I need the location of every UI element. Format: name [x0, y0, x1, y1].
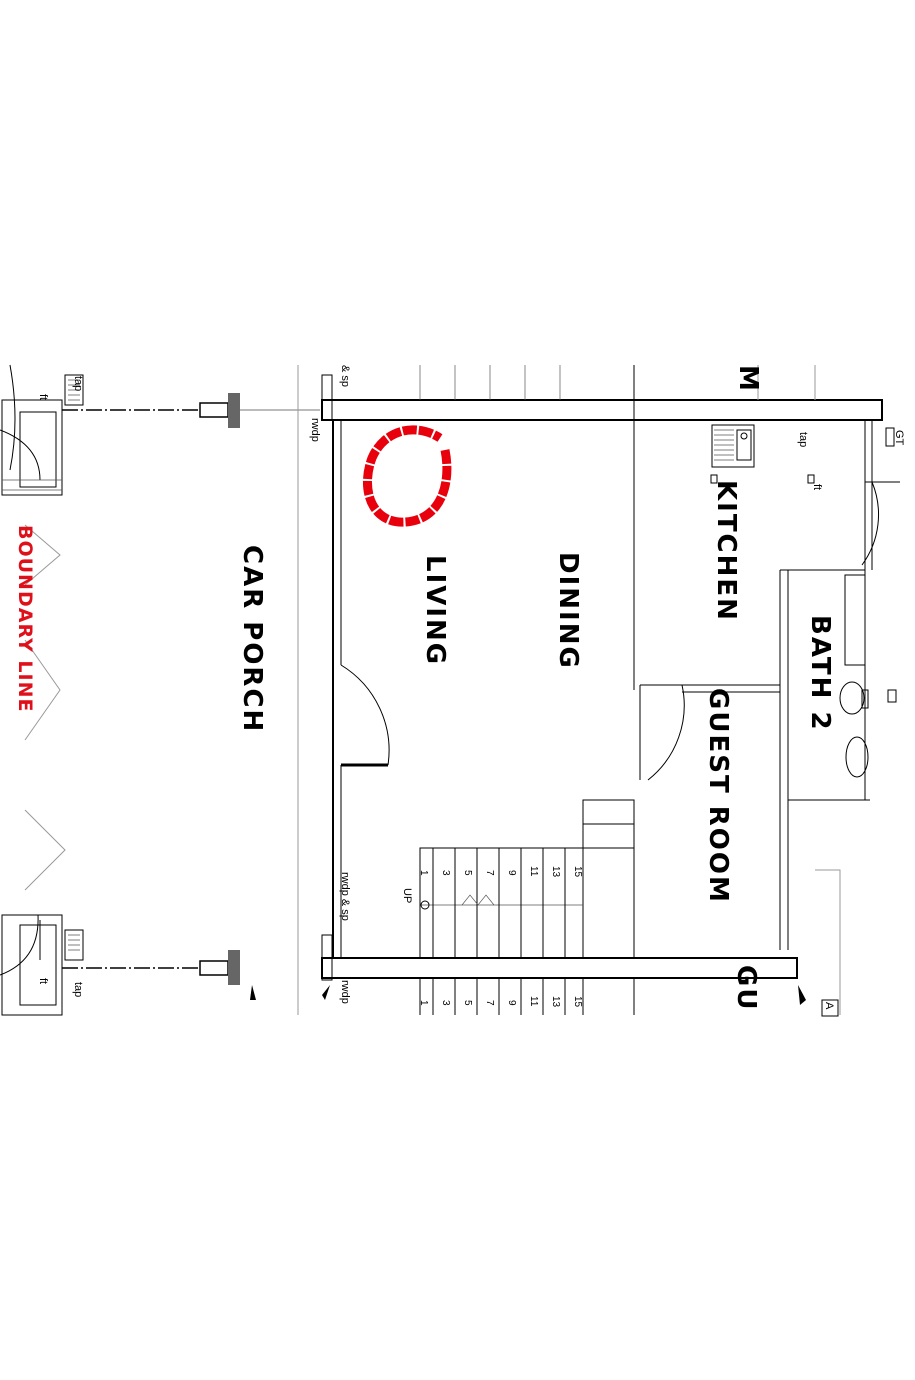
gate-upper: [62, 393, 320, 428]
car-porch-label: CAR PORCH: [237, 545, 267, 733]
ft-note: ft: [37, 978, 49, 984]
top-cut-stairs: [419, 365, 635, 400]
tap-note: tap: [797, 432, 809, 447]
stair-number: 15: [572, 996, 583, 1008]
gate-lower: [62, 950, 240, 985]
top-cut-label: M: [733, 365, 763, 393]
staircase-upper: 1 3 5 7 9 11 13 15 UP: [401, 847, 584, 959]
dining-label: DINING: [553, 552, 583, 670]
stair-number: 11: [528, 866, 539, 877]
stair-up-label: UP: [401, 888, 413, 903]
stair-number: 9: [506, 1000, 517, 1006]
stair-number: 3: [440, 1000, 451, 1006]
ft-note: ft: [811, 484, 823, 490]
stair-number: 1: [418, 1000, 429, 1006]
stair-number: 5: [462, 870, 473, 876]
guest-room-label: GUEST ROOM: [703, 688, 733, 904]
living-label: LIVING: [420, 555, 450, 666]
ft-note: ft: [37, 394, 49, 400]
arrow-icon: [250, 985, 256, 1000]
stair-number: 13: [550, 996, 561, 1008]
rwdp-sp-bottom-note: rwdp & sp: [339, 872, 351, 921]
section-marker: [821, 999, 839, 1017]
rwdp-bottom-note: rwdp: [339, 980, 351, 1004]
stair-number: 9: [506, 870, 517, 876]
stair-number: 7: [484, 870, 495, 876]
stair-number: 3: [440, 870, 451, 876]
stair-number: 13: [550, 866, 561, 878]
stair-number: 15: [572, 866, 583, 878]
arrow-icon: [322, 985, 330, 1000]
rwdp-top-note: rwdp: [309, 418, 321, 442]
stair-number: 5: [462, 1000, 473, 1006]
arrow-icon: [798, 985, 806, 1005]
stair-number: 11: [528, 996, 539, 1007]
stair-number: 1: [418, 870, 429, 876]
stair-number: 7: [484, 1000, 495, 1006]
red-circle-marker: [362, 425, 452, 527]
bath2-label: BATH 2: [805, 615, 835, 732]
boundary-line-label: BOUNDARY LINE: [14, 525, 36, 712]
a-cut-note: A: [823, 1002, 835, 1010]
guest-cut-label: GU: [731, 965, 761, 1011]
left-neighbour-strip: [0, 364, 84, 1016]
gt-note: GT: [893, 430, 905, 446]
staircase-lower: 1 3 5 7 9 11 13 15: [418, 978, 635, 1015]
tap-note: tap: [72, 982, 84, 997]
tap-note: tap: [72, 376, 84, 391]
rwdp-sp-top-note: & sp: [339, 365, 351, 387]
kitchen-label: KITCHEN: [711, 480, 741, 622]
